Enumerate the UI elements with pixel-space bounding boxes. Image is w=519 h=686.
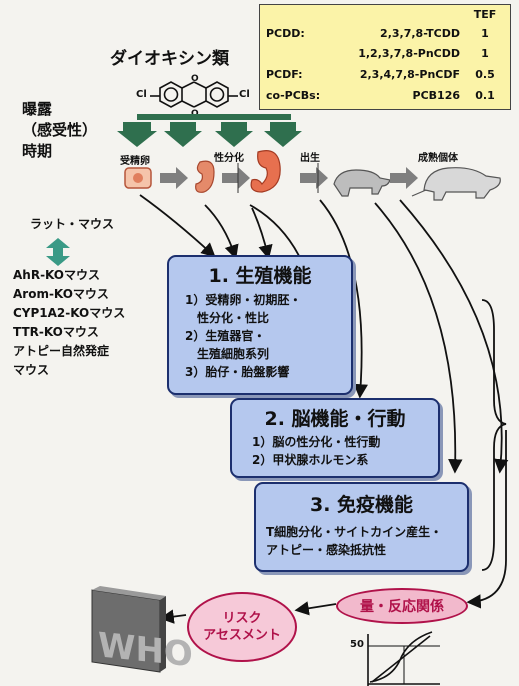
box-item: 2）甲状腺ホルモン系 <box>252 453 369 467</box>
box-immune-function: 3. 免疫機能 T細胞分化・サイトカイン産生・ アトピー・感染抵抗性 <box>254 482 469 572</box>
tef-header: TEF <box>473 8 497 21</box>
gray-arrow <box>300 167 328 189</box>
box-heading: 1. 生殖機能 <box>208 265 312 287</box>
chlorine-left: Cl <box>136 89 147 100</box>
stage-birth: 出生 <box>300 153 320 164</box>
tef-row: PCDD: 2,3,7,8-TCDD 1 <box>266 26 502 42</box>
box-item: 3）胎仔・胎盤影響 <box>185 365 290 379</box>
exposure-line: 曝露 <box>22 100 53 118</box>
tef-table: TEF PCDD: 2,3,7,8-TCDD 1 1,2,3,7,8-PnCDD… <box>259 4 511 110</box>
dose-response-ellipse: 量・反応関係 <box>336 588 468 624</box>
exposure-label: 曝露 （感受性） 時期 <box>22 99 97 162</box>
list-item: CYP1A2-KOマウス <box>13 306 126 320</box>
who-text: WHO <box>98 625 193 675</box>
exposure-arrows <box>117 114 302 147</box>
tef-compound: 1,2,3,7,8-PnCDD <box>358 47 460 60</box>
graph-50-label: 50 <box>350 639 364 650</box>
box-heading: 2. 脳機能・行動 <box>264 408 406 430</box>
stage-adult: 成熟個体 <box>418 153 458 164</box>
list-item: TTR-KOマウス <box>13 325 99 339</box>
risk-assessment-ellipse: リスク アセスメント <box>187 592 297 662</box>
exposure-line: （感受性） <box>22 121 98 139</box>
tef-value: 1 <box>481 27 489 40</box>
tef-class: co-PCBs: <box>266 89 321 102</box>
fetus-icon <box>250 150 281 193</box>
young-rat-icon <box>333 169 391 197</box>
box-item: T細胞分化・サイトカイン産生・ <box>266 525 443 539</box>
tef-header-row: TEF <box>266 7 502 23</box>
box-item: 1）受精卵・初期胚・ <box>185 293 302 307</box>
list-item: マウス <box>13 363 50 377</box>
box-heading: 3. 免疫機能 <box>309 494 414 516</box>
tef-value: 0.1 <box>475 89 495 102</box>
gray-arrow <box>160 167 188 189</box>
who-logo: WHO <box>91 586 193 675</box>
list-item: アトピー自然発症 <box>13 344 110 358</box>
box-item: 1）脳の性分化・性行動 <box>252 435 381 449</box>
tef-class: PCDF: <box>266 68 303 81</box>
stage-sex-differentiation: 性分化 <box>214 153 244 164</box>
box-brain-function: 2. 脳機能・行動 1）脳の性分化・性行動 2）甲状腺ホルモン系 <box>230 398 440 478</box>
mouse-model-list: AhR-KOマウス Arom-KOマウス CYP1A2-KOマウス TTR-KO… <box>13 266 125 380</box>
tef-compound: 2,3,4,7,8-PnCDF <box>359 68 460 81</box>
box-item: アトピー・感染抵抗性 <box>266 543 387 557</box>
tef-compound: 2,3,7,8-TCDD <box>380 27 460 40</box>
tef-row: PCDF: 2,3,4,7,8-PnCDF 0.5 <box>266 67 502 83</box>
rat-mouse-label: ラット・マウス <box>30 217 115 231</box>
tef-class: PCDD: <box>266 27 305 40</box>
chlorine-right: Cl <box>239 89 250 100</box>
box-item: 生殖細胞系列 <box>185 347 270 361</box>
gray-arrow <box>222 167 250 189</box>
fertilized-egg-icon <box>124 167 152 189</box>
risk-assessment-line: アセスメント <box>203 628 281 643</box>
tef-row: co-PCBs: PCB126 0.1 <box>266 88 502 104</box>
dose-to-risk-arrow <box>294 601 337 616</box>
dose-response-graph <box>367 631 440 686</box>
risk-assessment-line: リスク <box>222 611 262 626</box>
exposure-line: 時期 <box>22 142 53 160</box>
dioxin-title: ダイオキシン類 <box>110 49 229 69</box>
brace-to-dose-arrow <box>466 430 507 609</box>
tef-value: 0.5 <box>475 68 495 81</box>
adult-rat-icon <box>411 167 501 201</box>
list-item: Arom-KOマウス <box>13 287 109 301</box>
box-item: 性分化・性比 <box>185 311 270 325</box>
gray-arrow <box>390 167 418 189</box>
brace <box>481 299 507 571</box>
box-reproductive-function: 1. 生殖機能 1）受精卵・初期胚・ 性分化・性比 2）生殖器官・ 生殖細胞系列… <box>167 255 353 395</box>
tef-value: 1 <box>481 47 489 60</box>
stage-fertilized-egg: 受精卵 <box>120 156 150 167</box>
risk-to-who-arrow <box>159 609 187 624</box>
list-item: AhR-KOマウス <box>13 268 101 282</box>
double-arrow-icon <box>46 238 70 266</box>
dose-response-label: 量・反応関係 <box>360 599 444 615</box>
tef-compound: PCB126 <box>412 89 460 102</box>
embryo-icon <box>195 160 215 193</box>
box-item: 2）生殖器官・ <box>185 329 266 343</box>
tef-row: 1,2,3,7,8-PnCDD 1 <box>266 46 502 62</box>
